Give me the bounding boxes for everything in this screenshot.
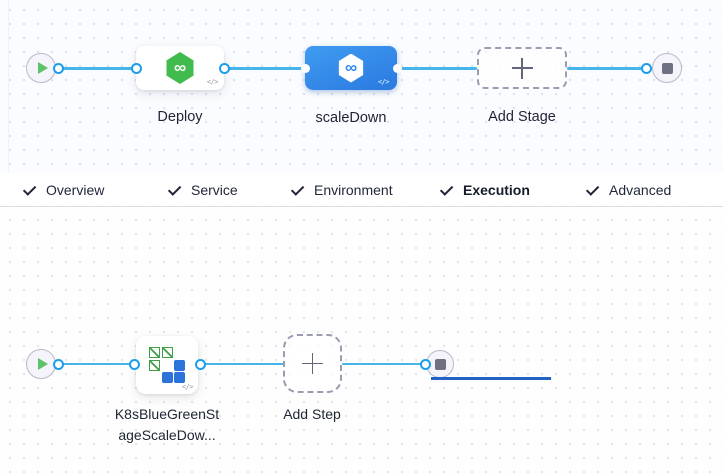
tab-label: Advanced <box>609 182 672 198</box>
play-icon <box>37 62 48 74</box>
stage-card-deploy[interactable]: ∞ </> <box>136 46 224 90</box>
connector-line <box>57 66 136 70</box>
connector-port <box>130 62 142 74</box>
harness-infinity-icon: ∞ <box>173 57 187 77</box>
tab-label: Execution <box>463 182 530 198</box>
tab-label: Overview <box>46 182 105 198</box>
check-icon <box>290 181 305 196</box>
tab-service[interactable]: Service <box>167 173 238 207</box>
pipeline-start-node <box>26 53 56 83</box>
harness-infinity-icon: ∞ <box>344 57 358 77</box>
code-icon: </> <box>206 78 219 86</box>
check-icon <box>167 181 182 196</box>
add-step-label: Add Step <box>283 406 341 422</box>
tab-execution[interactable]: Execution <box>439 173 530 207</box>
stage-canvas: ∞ </> Deploy ∞ </> scaleDown Add Stage <box>0 0 723 173</box>
add-stage-label: Add Stage <box>488 109 556 125</box>
step-card-k8s-bluegreen[interactable]: </> <box>136 336 198 394</box>
tab-label: Service <box>191 182 238 198</box>
code-icon: </> <box>181 383 194 391</box>
k8s-bluegreen-icon <box>148 346 186 384</box>
check-icon <box>439 181 454 196</box>
check-icon <box>585 181 600 196</box>
tab-label: Environment <box>314 182 393 198</box>
connector-port <box>52 358 64 370</box>
connector-port <box>128 358 140 370</box>
stage-config-tabbar: Overview Service Environment Execution A… <box>0 173 723 380</box>
step-label-line2: ageScaleDow... <box>118 427 216 443</box>
tab-overview[interactable]: Overview <box>22 173 105 207</box>
harness-cd-hexagon-icon: ∞ <box>166 52 194 84</box>
stage-label-deploy: Deploy <box>157 109 203 125</box>
execution-start-node <box>26 349 56 379</box>
connector-line <box>397 66 477 70</box>
connector-port <box>640 62 652 74</box>
plus-icon <box>511 57 533 79</box>
check-icon <box>22 181 37 196</box>
connector-line <box>198 362 284 366</box>
step-label: K8sBlueGreenSt ageScaleDow... <box>87 404 247 446</box>
plus-icon <box>302 353 323 374</box>
connector-port <box>52 62 64 74</box>
add-step-button[interactable] <box>283 334 342 393</box>
stage-card-scaledown[interactable]: ∞ </> <box>305 46 397 90</box>
connector-port <box>419 358 431 370</box>
code-icon: </> <box>377 78 390 86</box>
connector-line <box>342 362 425 366</box>
step-label-line1: K8sBlueGreenSt <box>114 406 220 422</box>
tab-advanced[interactable]: Advanced <box>585 173 672 207</box>
connector-port <box>392 63 402 73</box>
connector-line <box>567 66 646 70</box>
execution-canvas <box>0 207 723 474</box>
play-icon <box>37 358 48 370</box>
connector-line <box>224 66 305 70</box>
connector-port <box>300 63 310 73</box>
pipeline-end-node <box>652 53 682 83</box>
tab-environment[interactable]: Environment <box>290 173 393 207</box>
harness-cd-hexagon-icon: ∞ <box>338 53 364 83</box>
connector-port <box>194 358 206 370</box>
stage-label-scaledown: scaleDown <box>315 110 387 126</box>
stop-icon <box>434 358 446 370</box>
active-tab-underline <box>431 377 551 380</box>
connector-line <box>57 362 136 366</box>
add-stage-button[interactable] <box>477 47 567 89</box>
stop-icon <box>661 62 673 74</box>
connector-port <box>218 62 230 74</box>
